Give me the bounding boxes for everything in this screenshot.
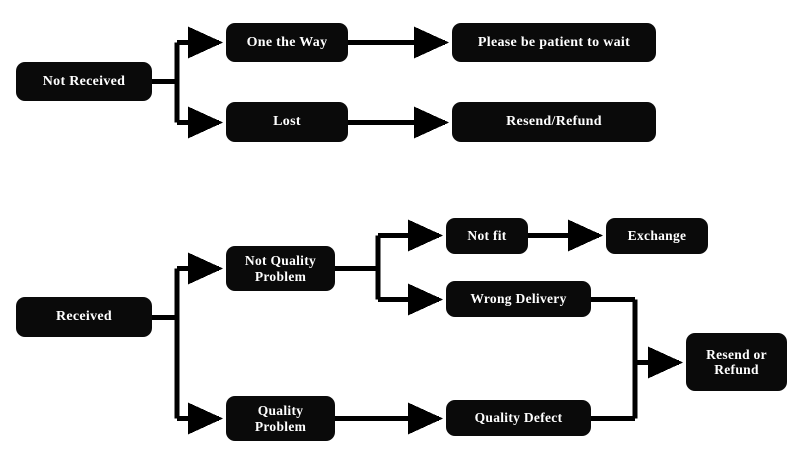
node-quality-defect[interactable]: Quality Defect	[446, 400, 591, 436]
node-quality-defect-label: Quality Defect	[474, 410, 563, 426]
node-wrong-delivery[interactable]: Wrong Delivery	[446, 281, 591, 317]
node-exchange[interactable]: Exchange	[606, 218, 708, 254]
node-received-label: Received	[55, 309, 113, 325]
node-resend-or-refund-label: Resend or Refund	[706, 347, 767, 377]
node-not-received-label: Not Received	[42, 73, 126, 89]
node-wrong-delivery-label: Wrong Delivery	[470, 291, 567, 307]
node-exchange-label: Exchange	[627, 228, 687, 244]
node-on-the-way[interactable]: One the Way	[226, 23, 348, 62]
node-resend-or-refund-line1: Resend or	[706, 346, 767, 362]
node-not-received[interactable]: Not Received	[16, 62, 152, 101]
node-not-fit-label: Not fit	[467, 228, 507, 244]
node-quality-problem-label: Quality Problem	[255, 403, 306, 433]
node-resend-or-refund[interactable]: Resend or Refund	[686, 333, 787, 391]
node-not-quality-problem[interactable]: Not Quality Problem	[226, 246, 335, 291]
node-not-fit[interactable]: Not fit	[446, 218, 528, 254]
node-lost-label: Lost	[273, 114, 301, 130]
node-lost[interactable]: Lost	[226, 102, 348, 142]
node-resend-or-refund-line2: Refund	[714, 362, 759, 377]
node-received[interactable]: Received	[16, 297, 152, 337]
node-please-be-patient-to-wait[interactable]: Please be patient to wait	[452, 23, 656, 62]
node-quality-problem-line1: Quality	[257, 403, 304, 419]
node-quality-problem[interactable]: Quality Problem	[226, 396, 335, 441]
node-please-wait-label: Please be patient to wait	[477, 34, 631, 50]
node-resend-refund-label: Resend/Refund	[506, 114, 602, 130]
node-not-quality-problem-line2: Problem	[254, 268, 307, 284]
node-on-the-way-label: One the Way	[246, 34, 328, 50]
node-quality-problem-line2: Problem	[254, 418, 307, 434]
node-not-quality-problem-label: Not Quality Problem	[245, 253, 316, 283]
node-not-quality-problem-line1: Not Quality	[244, 253, 317, 269]
node-resend-refund[interactable]: Resend/Refund	[452, 102, 656, 142]
